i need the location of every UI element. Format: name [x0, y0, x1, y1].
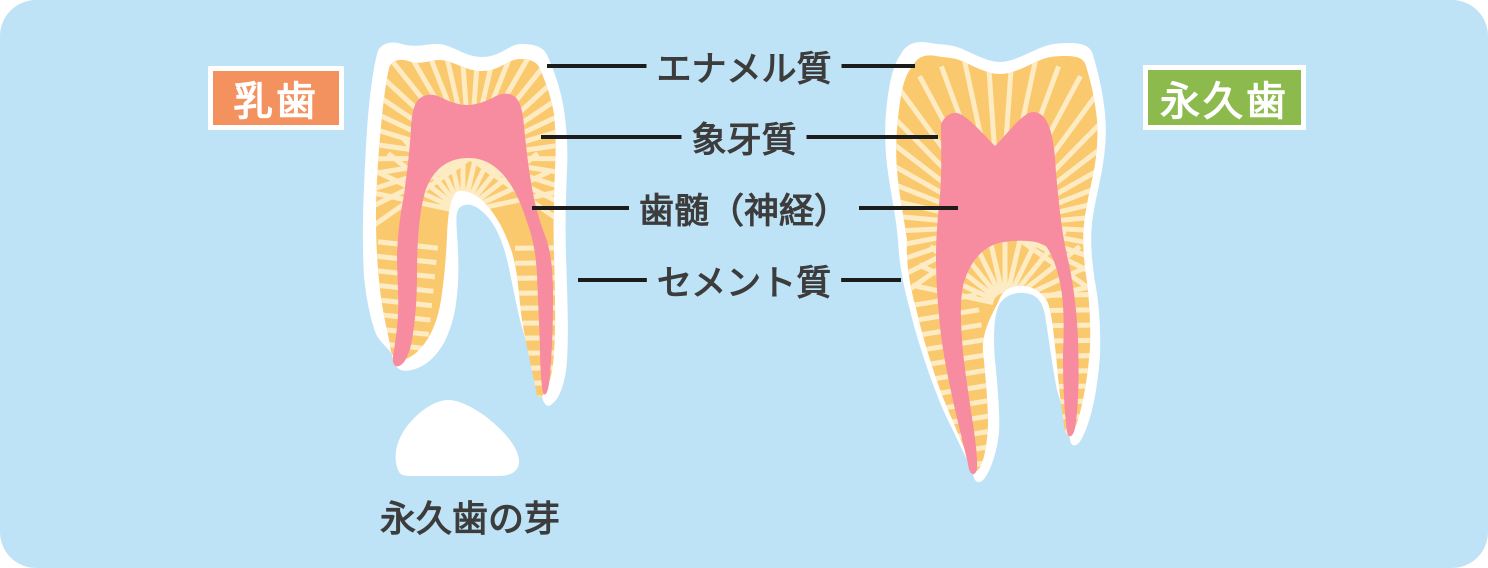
baby-tooth-badge: 乳歯 [208, 66, 344, 130]
label-row-dentin: 象牙質 [0, 119, 1488, 163]
label-dentin: 象牙質 [691, 121, 797, 161]
label-row-enamel: エナメル質 [0, 48, 1488, 92]
label-row-cementum: セメント質 [0, 262, 1488, 306]
label-enamel: エナメル質 [656, 50, 832, 90]
baby-tooth-pulp [392, 93, 553, 395]
permanent-tooth-illustration [885, 42, 1106, 483]
tooth-bud-caption: 永久歯の芽 [379, 499, 560, 540]
permanent-tooth-badge: 永久歯 [1143, 65, 1306, 130]
permanent-tooth-pulp [936, 112, 1079, 475]
label-row-pulp: 歯髄（神経） [0, 190, 1488, 234]
baby-tooth-illustration [362, 42, 568, 406]
permanent-tooth-badge-label: 永久歯 [1160, 78, 1289, 125]
baby-tooth-badge-label: 乳歯 [233, 79, 319, 125]
label-pulp: 歯髄（神経） [638, 192, 849, 232]
connector-lines [532, 64, 958, 282]
tooth-bud-shape [395, 400, 520, 476]
label-cementum: セメント質 [656, 264, 832, 304]
